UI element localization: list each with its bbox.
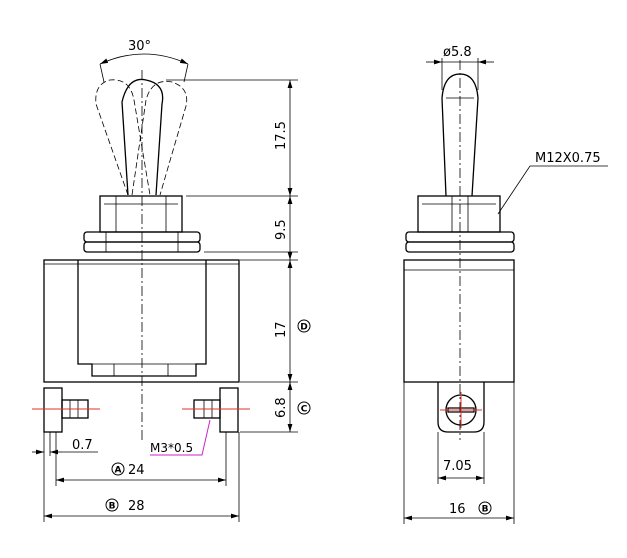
terminal-span-callout: A [115, 466, 122, 476]
side-overall-width-label: 16 [449, 502, 466, 517]
terminal-height-label: 6.8 [274, 397, 289, 418]
overall-width-label: 28 [128, 499, 145, 514]
bushing-height-label: 9.5 [274, 219, 289, 240]
body-callout: D [300, 323, 307, 333]
side-body [403, 259, 515, 383]
front-lever [121, 78, 164, 196]
angle-label: 30° [128, 39, 151, 54]
terminal-width-label: 7.05 [443, 459, 472, 474]
terminal-offset-label: 0.7 [72, 438, 93, 453]
lever-height-label: 17.5 [274, 121, 289, 150]
body-height-label: 17 [274, 321, 289, 338]
screw-label: M3*0.5 [150, 441, 193, 455]
thread-label: M12X0.75 [535, 151, 601, 166]
side-view: ø5.8 M12X0.75 7.05 16 [403, 45, 608, 524]
lever-diameter-label: ø5.8 [443, 45, 472, 60]
left-terminal [32, 387, 100, 433]
front-view: 30° [32, 39, 311, 522]
front-bushing [99, 195, 183, 233]
side-bushing [417, 195, 501, 233]
terminal-height-callout: C [301, 405, 308, 415]
front-lever-right-position [131, 81, 188, 196]
side-terminal [437, 382, 485, 433]
terminal-span-label: 24 [128, 463, 145, 478]
right-terminal [182, 387, 250, 433]
front-lever-left-position [95, 79, 151, 196]
angle-arc [99, 53, 189, 65]
overall-width-callout: B [109, 502, 116, 512]
side-overall-width-callout: B [482, 505, 489, 515]
